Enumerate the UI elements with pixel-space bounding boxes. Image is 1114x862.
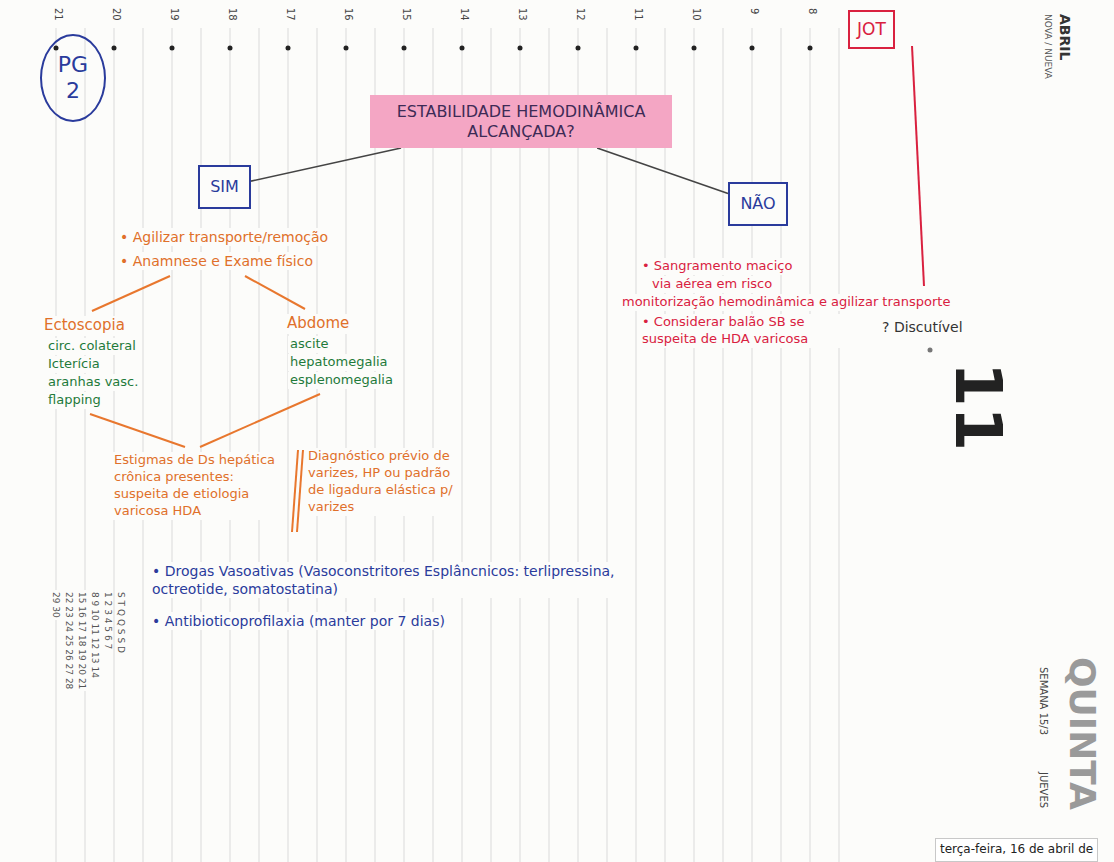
hour-number: 12 bbox=[575, 6, 585, 23]
hour-number: 21 bbox=[53, 6, 63, 23]
hour-number: 16 bbox=[343, 6, 353, 23]
finding-text: esplenomegalia bbox=[288, 372, 395, 389]
comment-text: ? Discutível bbox=[880, 318, 965, 336]
conclusion-text: Estigmas de Ds hepática crônica presente… bbox=[112, 452, 286, 520]
calendar-row: 22 23 24 25 26 27 28 bbox=[64, 590, 73, 691]
hour-dots bbox=[54, 46, 813, 51]
finding-text: hepatomegalia bbox=[288, 354, 390, 371]
calendar-row: 8 9 10 11 12 13 14 bbox=[90, 590, 99, 680]
answer-box: SIM bbox=[198, 165, 251, 209]
node-text: NÃO bbox=[740, 194, 775, 213]
branch-line bbox=[597, 148, 728, 194]
step-text: • Agilizar transporte/remoção bbox=[118, 228, 330, 246]
hour-number: 15 bbox=[401, 6, 411, 23]
hour-number: 10 bbox=[691, 6, 701, 23]
branch-title: Abdome bbox=[285, 314, 351, 334]
finding-text: aranhas vasc. bbox=[46, 374, 140, 391]
hour-number: 14 bbox=[459, 6, 469, 23]
hour-number: 11 bbox=[633, 6, 643, 23]
finding-text: Icterícia bbox=[46, 356, 102, 373]
hour-number: 20 bbox=[111, 6, 121, 23]
action-text: monitorização hemodinâmica e agilizar tr… bbox=[620, 294, 952, 311]
action-text: • Considerar balão SB se suspeita de HDA… bbox=[640, 314, 859, 348]
treatment-text: • Drogas Vasoativas (Vasoconstritores Es… bbox=[150, 562, 624, 598]
node-text: PG 2 bbox=[53, 52, 93, 105]
tag-box: JOT bbox=[848, 10, 895, 49]
pen-dot bbox=[928, 348, 933, 353]
step-text: • Anamnese e Exame físico bbox=[118, 252, 315, 270]
week-number: SEMANA 15/3 bbox=[1038, 665, 1048, 737]
hour-number: 8 bbox=[807, 6, 817, 16]
hour-number: 19 bbox=[169, 6, 179, 23]
branch-line bbox=[251, 148, 401, 181]
action-text: • Sangramento maciço bbox=[640, 258, 794, 275]
hour-number: 18 bbox=[227, 6, 237, 23]
red-leader bbox=[912, 46, 924, 286]
day-number: 11 bbox=[946, 360, 1010, 453]
moon-phase: NOVA / NUEVA bbox=[1043, 12, 1052, 81]
hour-rules bbox=[56, 28, 839, 862]
finding-text: ascite bbox=[288, 336, 331, 353]
calendar-row: 15 16 17 18 19 20 21 bbox=[77, 590, 86, 691]
weekday-name: JUEVES bbox=[1038, 770, 1048, 810]
hour-number: 13 bbox=[517, 6, 527, 23]
calendar-row: 29 30 bbox=[51, 590, 60, 620]
date-tooltip: terça-feira, 16 de abril de bbox=[935, 838, 1098, 862]
month-name: ABRIL bbox=[1058, 12, 1072, 62]
branch-title: Ectoscopia bbox=[42, 316, 127, 336]
treatment-text: • Antibioticoprofilaxia (manter por 7 di… bbox=[150, 612, 447, 630]
answer-box: NÃO bbox=[728, 182, 788, 226]
node-text: SIM bbox=[210, 177, 239, 196]
node-text: JOT bbox=[857, 19, 886, 39]
conclusion-text: Diagnóstico prévio de varizes, HP ou pad… bbox=[306, 448, 460, 516]
action-text: via aérea em risco bbox=[650, 276, 774, 293]
hour-number: 9 bbox=[749, 6, 759, 16]
calendar-row: 1 2 3 4 5 6 7 bbox=[103, 590, 112, 651]
node-text: ESTABILIDADE HEMODINÂMICA ALCANÇADA? bbox=[377, 102, 665, 140]
weekday-name: QUINTA bbox=[1064, 655, 1100, 812]
page-circle: PG 2 bbox=[40, 34, 106, 122]
decision-band: ESTABILIDADE HEMODINÂMICA ALCANÇADA? bbox=[370, 95, 672, 148]
finding-text: flapping bbox=[46, 392, 103, 409]
hour-number: 17 bbox=[285, 6, 295, 23]
finding-text: circ. colateral bbox=[46, 338, 138, 355]
calendar-row: S T Q Q S S D bbox=[116, 590, 125, 655]
